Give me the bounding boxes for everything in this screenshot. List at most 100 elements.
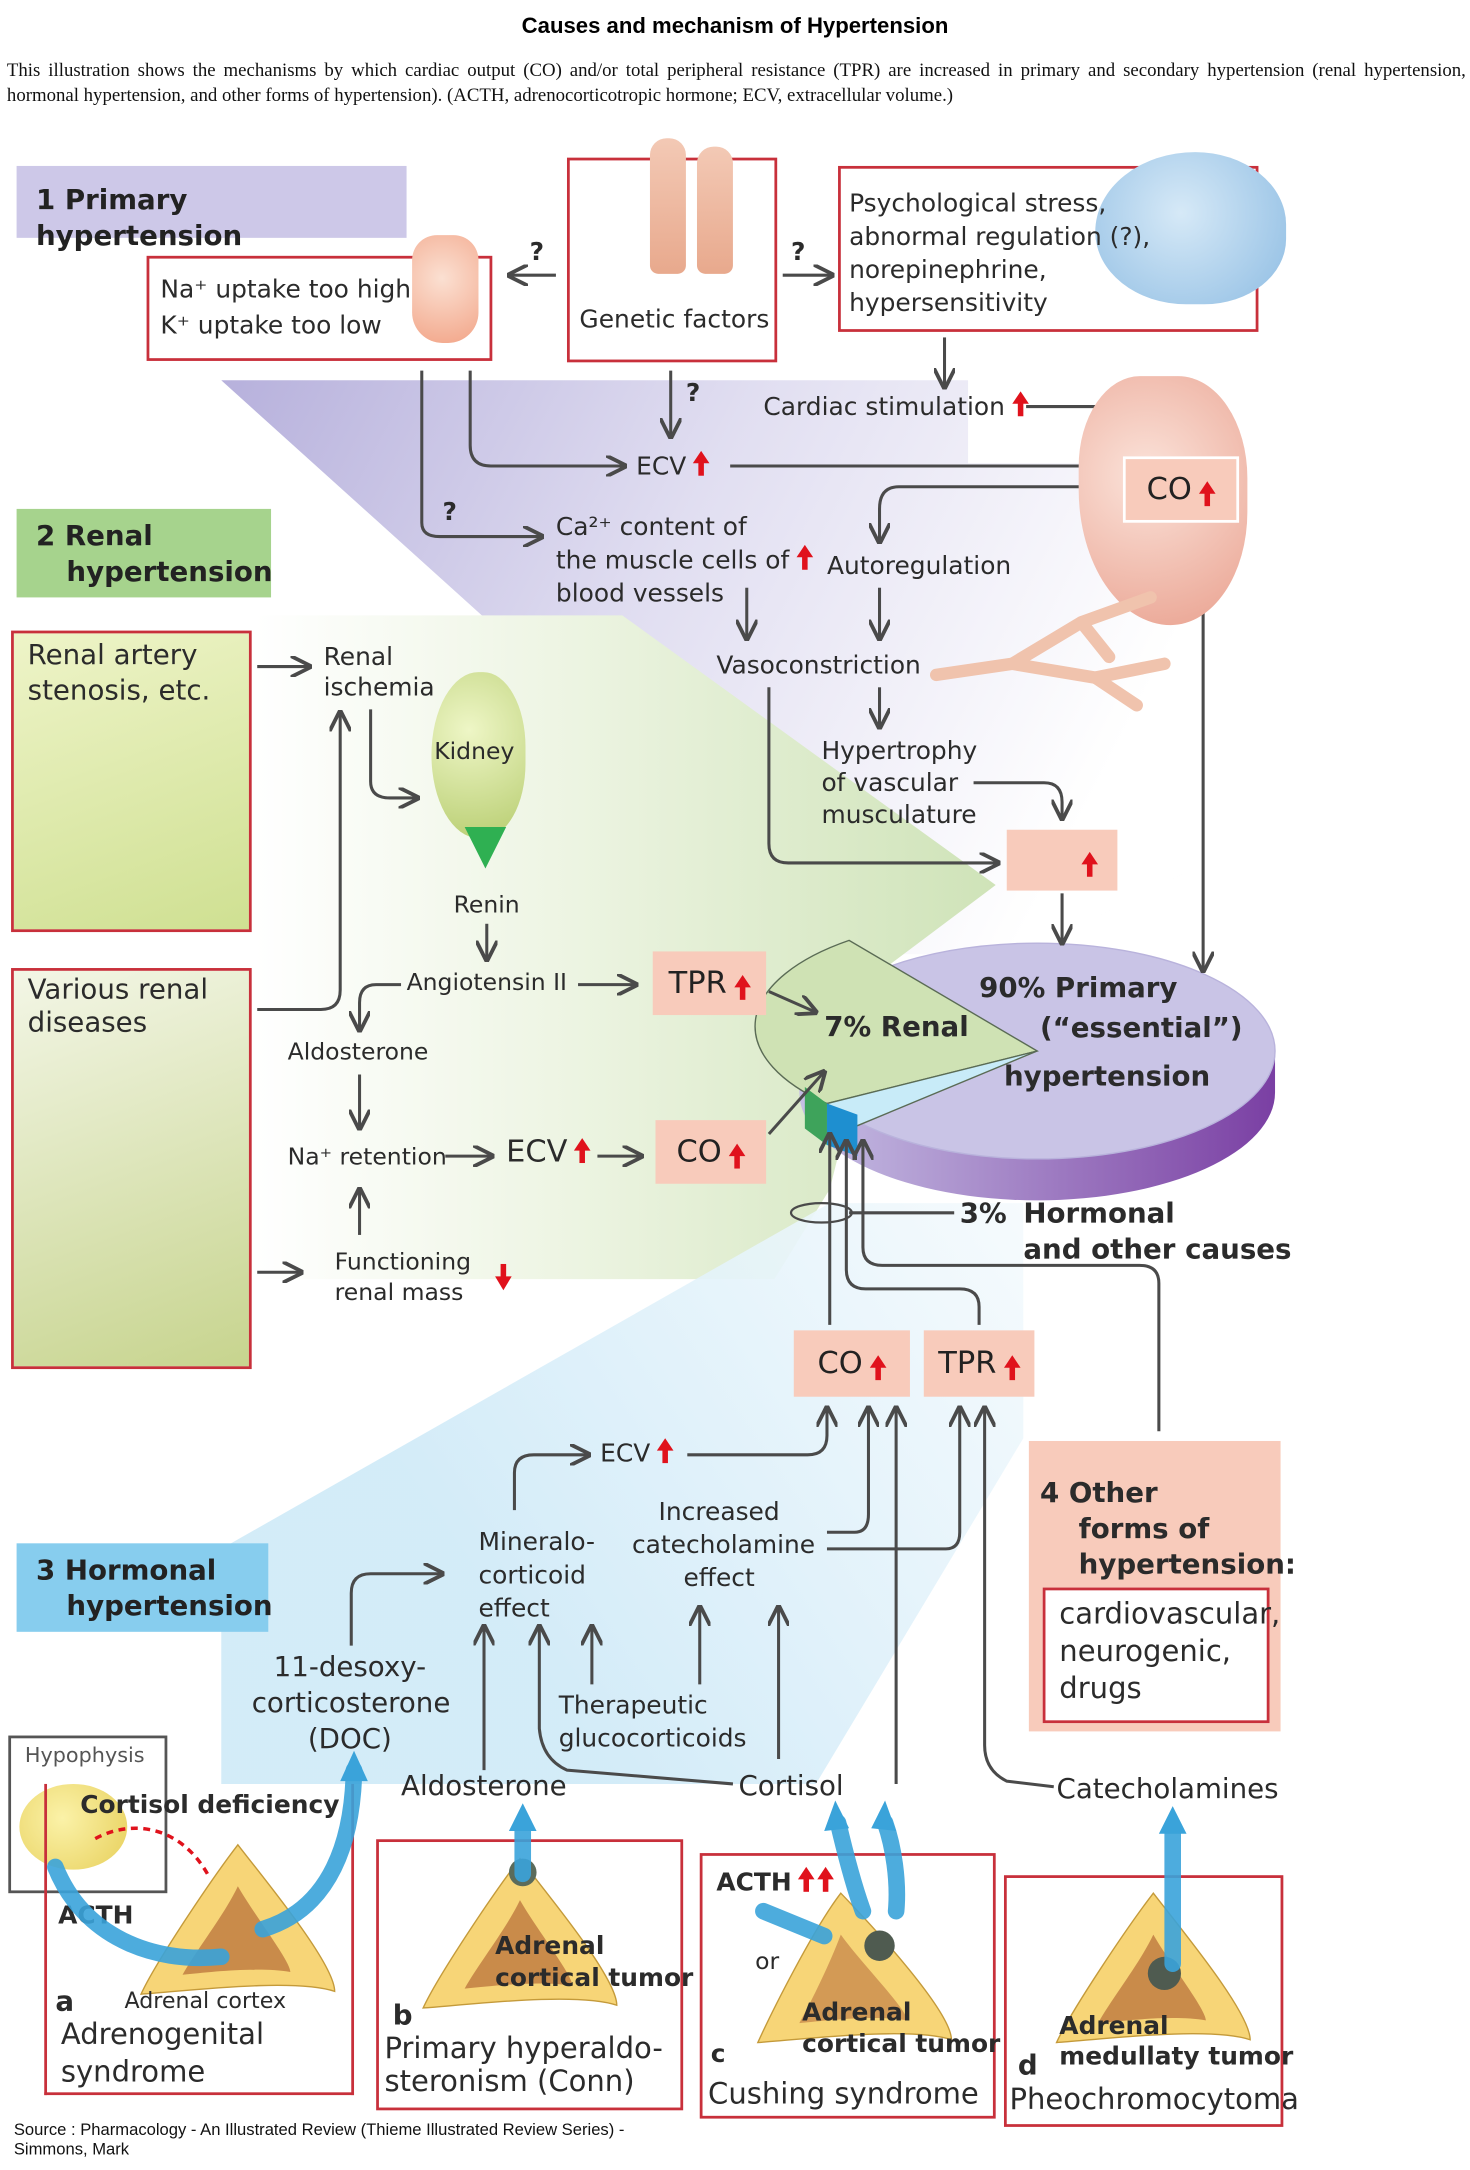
hypophysis-icon (19, 1783, 128, 1870)
increase-arrow-icon (796, 544, 813, 570)
catechol-effect-1: Increased (658, 1497, 780, 1527)
primary-region (221, 380, 1217, 955)
acth-arrow (47, 1858, 230, 1967)
cortisol: Cortisol (738, 1768, 844, 1802)
tpr-box-primary (1006, 829, 1118, 891)
cortisol-release-arrow-2 (876, 1814, 906, 1920)
pie-label-primary-2: (“essential”) (1039, 1010, 1243, 1045)
ca-content-1: Ca²⁺ content of (555, 513, 747, 543)
cortisol-deficiency: Cortisol deficiency (80, 1790, 340, 1820)
primary-heading: 1 Primary hypertension (16, 165, 407, 252)
panel-a-name-2: syndrome (60, 2054, 206, 2089)
sodium-text-2: K⁺ uptake too low (160, 311, 382, 341)
ecv-hormonal: ECV (600, 1438, 674, 1470)
genetic-label: Genetic factors (579, 305, 770, 335)
pie-side-renal (804, 1086, 827, 1146)
renal-ischemia-2: ischemia (323, 673, 435, 703)
panel-c-sub-2: cortical tumor (802, 2030, 1001, 2060)
panel-c-or: or (755, 1948, 780, 1977)
psych-text-1: Psychological stress, (849, 189, 1107, 219)
pie-label-renal: 7% Renal (824, 1009, 969, 1043)
pie-slice-renal (754, 939, 1039, 1105)
increase-arrow-icon (817, 1866, 835, 1892)
ca-content-2: the muscle cells of (556, 544, 813, 577)
catechol-effect-2: catecholamine (631, 1530, 816, 1560)
panel-c-acth: ACTH (716, 1866, 835, 1899)
mineralo-2: corticoid (478, 1561, 586, 1591)
aldosterone-renal: Aldosterone (287, 1038, 429, 1067)
catechol-effect-3: effect (683, 1564, 755, 1594)
ecv-renal: ECV (506, 1137, 591, 1169)
doc-2: corticosterone (251, 1685, 451, 1719)
aldosterone-hormonal: Aldosterone (401, 1768, 567, 1802)
hormonal-bracket (789, 1202, 853, 1224)
therapeutic-2: glucocorticoids (558, 1724, 747, 1754)
page-title: Causes and mechanism of Hypertension (521, 15, 949, 39)
co-box-renal: CO (655, 1120, 767, 1184)
panel-b-name-1: Primary hyperaldo- (384, 2031, 663, 2065)
pie-chart (754, 939, 1276, 1201)
other-item-3: drugs (1059, 1671, 1142, 1706)
pie-side (799, 1051, 1276, 1201)
brain-icon (1095, 152, 1287, 305)
people-icon (639, 138, 747, 276)
increase-arrow-icon (1011, 391, 1029, 417)
other-heading-1: 4 Other (1039, 1475, 1158, 1509)
panel-a-name-1: Adrenogenital (60, 2017, 265, 2051)
panel-b-letter: b (392, 1998, 413, 2032)
stenosis-box (11, 630, 252, 933)
pie-label-primary-1: 90% Primary (979, 970, 1178, 1004)
ca-content-3: blood vessels (555, 579, 725, 609)
psych-text-4: hypersensitivity (849, 289, 1048, 319)
sodium-text-1: Na⁺ uptake too high, (160, 275, 420, 305)
renal-ischemia-1: Renal (323, 643, 394, 673)
panel-b-sub-1: Adrenal (495, 1931, 605, 1961)
psych-text-2: abnormal regulation (?), (849, 222, 1151, 252)
hypertrophy-2: of vascular (821, 768, 959, 798)
panel-d-sub-2: medullaty tumor (1059, 2042, 1294, 2072)
acth-c-arrow (755, 1902, 833, 1945)
doc-release-arrow (254, 1761, 363, 1938)
increase-arrow-icon (1081, 851, 1099, 877)
other-heading-2: forms of (1078, 1511, 1210, 1545)
cortisol-release-arrow-1 (829, 1814, 872, 1920)
renal-heading: 2 Renal hypertension (16, 508, 273, 598)
caption: This illustration shows the mechanisms b… (6, 59, 1466, 106)
hypophysis-label: Hypophysis (24, 1742, 145, 1768)
question-mark: ? (685, 378, 701, 408)
panel-b-sub-2: cortical tumor (495, 1963, 694, 1993)
tpr-box-renal: TPR (652, 951, 767, 1016)
renal-mass-2: renal mass (334, 1279, 464, 1307)
other-items-box (1042, 1587, 1270, 1724)
adrenal-gland-icon (744, 1888, 965, 2054)
panel-a-letter: a (55, 1984, 74, 2018)
panel-d-letter: d (1017, 2048, 1038, 2082)
psych-text-3: norepinephrine, (849, 255, 1047, 285)
pie-label-other-2: and other causes (1023, 1232, 1292, 1266)
increase-arrow-icon (728, 1142, 746, 1168)
cardiac-stimulation: Cardiac stimulation (763, 391, 1029, 423)
panel-d-name: Pheochromocytoma (1009, 2082, 1299, 2116)
question-mark: ? (442, 497, 457, 527)
hormonal-heading: 3 Hormonal hypertension (16, 1543, 273, 1632)
pie-label-other-pct: 3% (959, 1196, 1007, 1230)
vasoconstriction: Vasoconstriction (716, 651, 921, 681)
salt-shaker-icon (412, 235, 479, 343)
question-mark: ? (791, 237, 806, 267)
renin-label: Renin (453, 891, 520, 920)
panel-c-name: Cushing syndrome (708, 2077, 979, 2111)
decrease-arrow-icon (500, 1263, 507, 1278)
catecholamines: Catecholamines (1056, 1771, 1279, 1805)
panel-a (44, 1783, 355, 2096)
co-box-primary: CO (1122, 456, 1240, 523)
angiotensin-label: Angiotensin II (406, 969, 568, 998)
increase-arrow-icon (1198, 480, 1216, 506)
increase-arrow-icon (657, 1438, 674, 1464)
other-item-1: cardiovascular, (1059, 1597, 1281, 1631)
cortisol-feedback-arrow (93, 1826, 209, 1875)
panel-d-sub-1: Adrenal (1059, 2012, 1169, 2042)
panel-d (1003, 1875, 1284, 2127)
panel-b-name-2: steronism (Conn) (384, 2064, 635, 2098)
mineralo-3: effect (478, 1594, 550, 1624)
